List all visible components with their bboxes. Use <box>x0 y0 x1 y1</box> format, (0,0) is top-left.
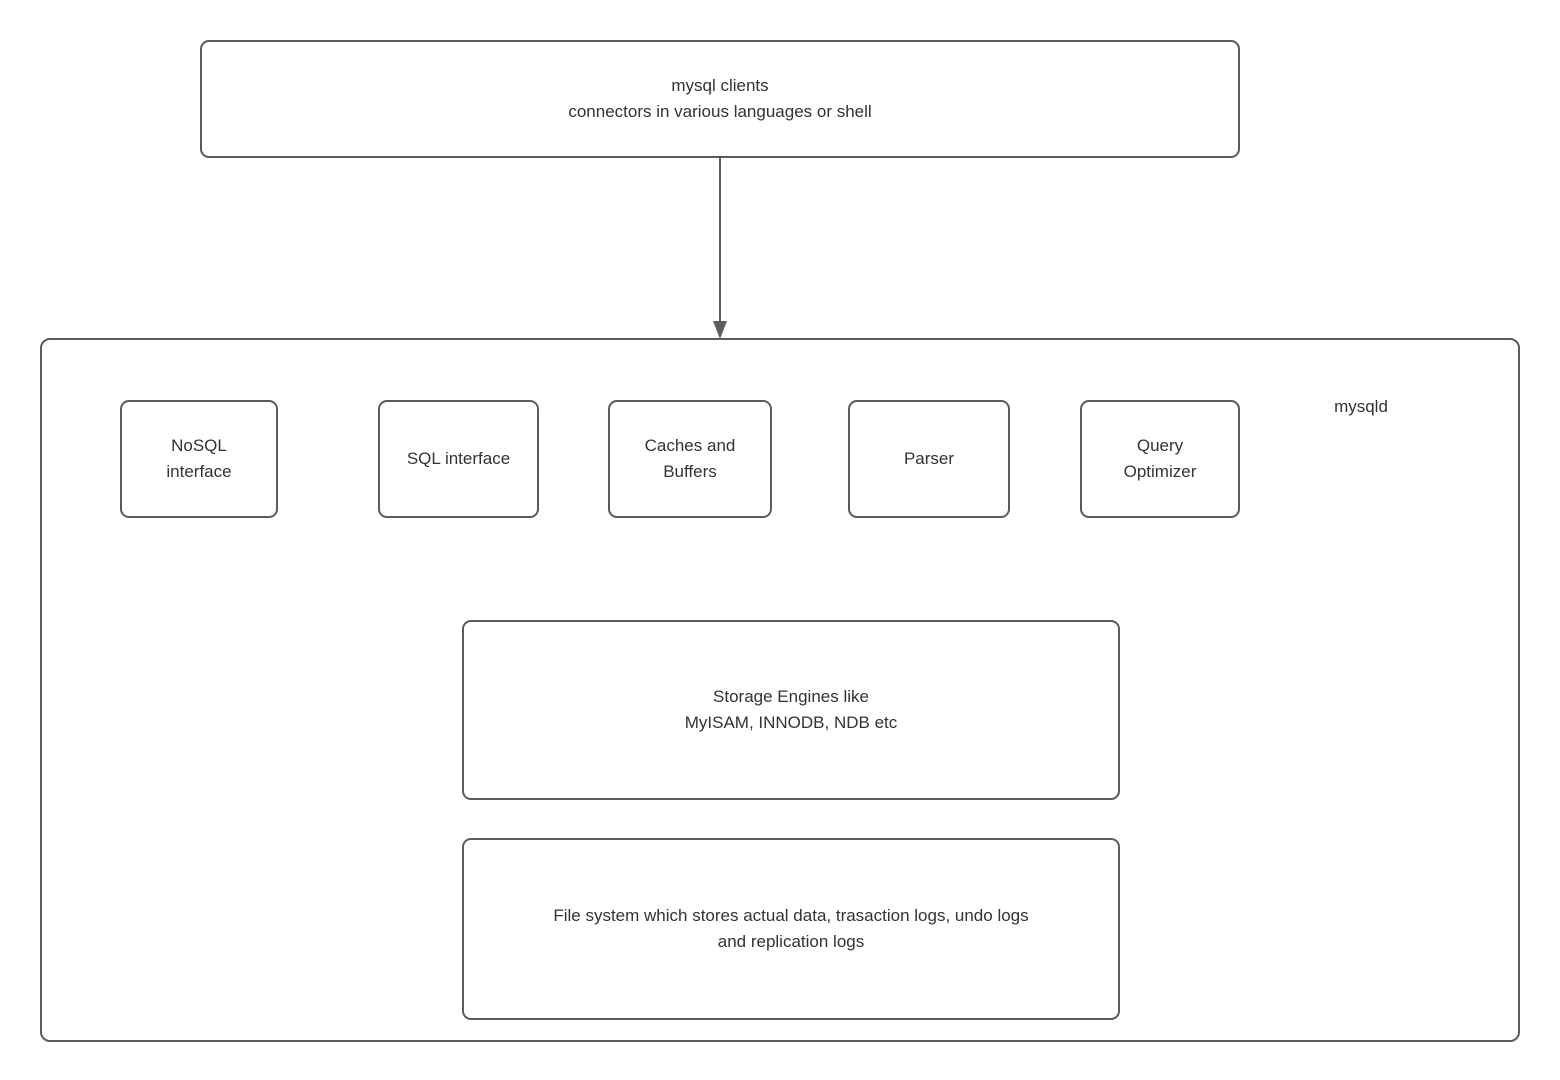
mysqld-label: mysqld <box>1334 397 1388 416</box>
file-system-node: File system which stores actual data, tr… <box>462 838 1120 1020</box>
nosql-interface-label: NoSQL interface <box>166 436 232 481</box>
sql-interface-node: SQL interface <box>378 400 539 518</box>
storage-engines-node: Storage Engines like MyISAM, INNODB, NDB… <box>462 620 1120 800</box>
sql-interface-label: SQL interface <box>406 449 511 468</box>
caches-buffers-label: Caches and Buffers <box>644 436 736 481</box>
parser-label: Parser <box>903 449 955 468</box>
query-optimizer-label: Query Optimizer <box>1123 436 1197 481</box>
storage-engines-label: Storage Engines like MyISAM, INNODB, NDB… <box>684 687 898 732</box>
mysql-clients-label: mysql clients connectors in various lang… <box>568 76 872 121</box>
down-arrow <box>713 158 727 339</box>
nosql-interface-node: NoSQL interface <box>120 400 278 518</box>
parser-node: Parser <box>848 400 1010 518</box>
file-system-label: File system which stores actual data, tr… <box>553 906 1029 951</box>
caches-buffers-node: Caches and Buffers <box>608 400 772 518</box>
query-optimizer-node: Query Optimizer <box>1080 400 1240 518</box>
mysql-clients-node: mysql clients connectors in various lang… <box>200 40 1240 158</box>
